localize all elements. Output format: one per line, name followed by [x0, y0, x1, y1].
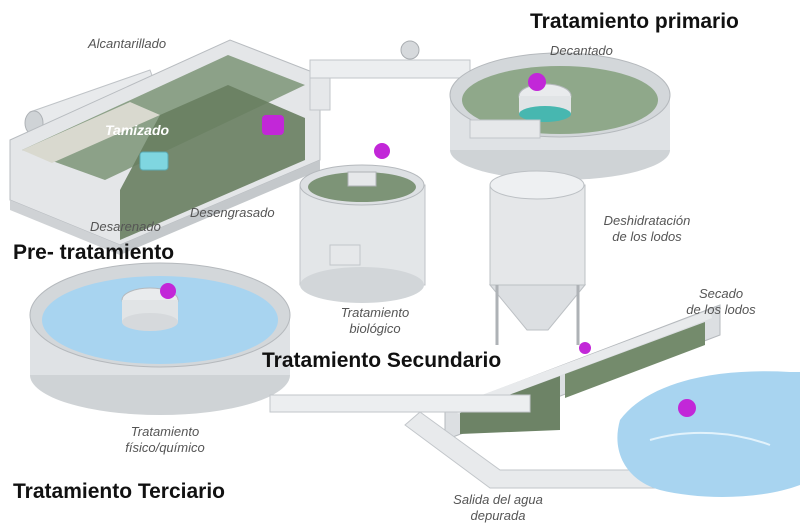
flow-marker	[678, 399, 696, 417]
flow-marker	[579, 342, 591, 354]
physicochemical-treatment-label: Tratamiento físico/químico	[115, 424, 215, 456]
stage-secondary-heading: Tratamiento Secundario	[262, 349, 502, 372]
grit-removal-label: Desarenado	[90, 219, 161, 234]
sludge-drying-line-1: Secado	[698, 286, 744, 301]
tertiary-clarifier	[29, 262, 291, 415]
biological-treatment-label: Tratamiento biológico	[330, 305, 420, 337]
stage-tertiary-heading: Tratamiento Terciario	[13, 480, 226, 503]
sludge-dehydration-silo	[488, 170, 587, 345]
flow-marker	[262, 115, 284, 135]
flow-marker	[160, 283, 176, 299]
biological-treatment-line-2: biológico	[349, 321, 401, 336]
physicochemical-line-1: Tratamiento	[130, 424, 200, 439]
stage-primary-heading: Tratamiento primario	[530, 10, 739, 33]
flow-marker	[374, 143, 390, 159]
flow-marker	[528, 73, 546, 91]
sludge-drying-label: Secado de los lodos	[676, 286, 766, 318]
physicochemical-line-2: físico/químico	[125, 440, 205, 455]
stage-pretreatment-heading: Pre- tratamiento	[13, 241, 175, 264]
pipe-to-primary	[309, 40, 471, 111]
treated-water-line-1: Salida del agua	[453, 492, 543, 507]
grease-removal-label: Desengrasado	[190, 205, 275, 220]
biological-treatment-line-1: Tratamiento	[340, 305, 410, 320]
treated-water-line-2: depurada	[470, 508, 526, 523]
biological-reactor	[299, 164, 426, 303]
sewer-label: Alcantarillado	[88, 36, 167, 51]
flow-markers	[160, 73, 696, 417]
sludge-dehydration-line-2: de los lodos	[612, 229, 682, 244]
sludge-drying-line-2: de los lodos	[686, 302, 756, 317]
sludge-dehydration-line-1: Deshidratación	[603, 213, 691, 228]
screening-label: Tamizado	[105, 122, 170, 138]
settling-label: Decantado	[550, 43, 613, 58]
primary-clarifier	[449, 52, 671, 180]
treated-water-label: Salida del agua depurada	[438, 492, 558, 524]
sludge-dehydration-label: Deshidratación de los lodos	[592, 213, 702, 245]
pretreatment-channel	[9, 39, 321, 255]
treated-water-outflow	[617, 371, 800, 497]
